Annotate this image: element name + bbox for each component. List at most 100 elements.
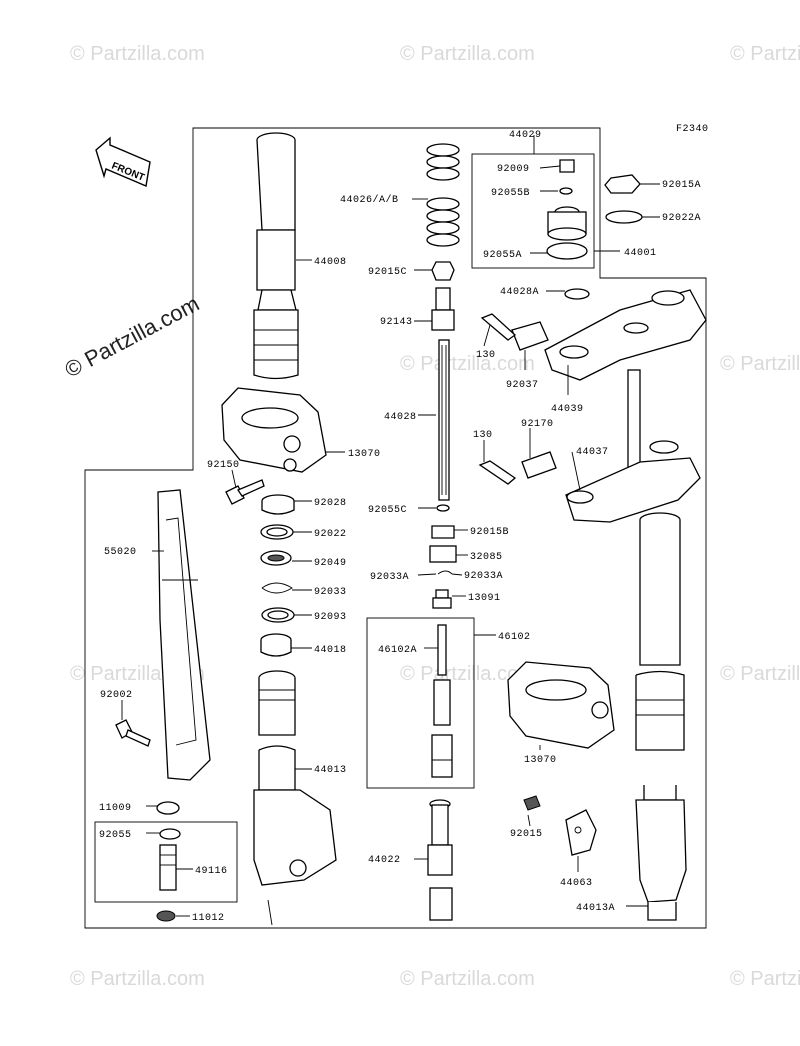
label-11012: 11012 [192, 913, 225, 924]
nut-92015A [604, 174, 641, 194]
label-92049: 92049 [314, 558, 347, 569]
label-44022: 44022 [368, 855, 401, 866]
label-44026: 44026/A/B [340, 194, 399, 206]
label-44028A: 44028A [500, 287, 539, 298]
lower-clamp-44037 [565, 369, 701, 523]
watermark: © Partzilla.com [400, 968, 535, 990]
clip-92033A [437, 570, 453, 575]
watermark: © Partzilla.com [730, 43, 800, 65]
washer-11009 [156, 801, 180, 815]
cap-assembly-box [471, 153, 595, 269]
label-44029: 44029 [509, 130, 542, 141]
watermark: © Partzilla.com [400, 353, 535, 375]
label-44008: 44008 [314, 257, 347, 268]
label-49116: 49116 [195, 866, 228, 877]
bracket-13070-left [221, 387, 327, 473]
spring-44026 [426, 143, 460, 247]
label-92015: 92015 [510, 829, 543, 840]
valve-46102 [431, 624, 453, 778]
washer-11012 [156, 910, 176, 922]
nut-92015B [431, 525, 455, 539]
label-130-upper: 130 [476, 350, 496, 361]
label-92028: 92028 [314, 498, 347, 509]
collar-92143 [431, 287, 455, 331]
label-44013A: 44013A [576, 903, 615, 914]
plug-13091 [432, 589, 452, 609]
washer-92022A [605, 210, 643, 224]
label-44018: 44018 [314, 645, 347, 656]
label-44037: 44037 [576, 447, 609, 458]
label-92037: 92037 [506, 380, 539, 391]
oring-92055A [546, 242, 588, 260]
label-92015A: 92015A [662, 180, 701, 191]
bolt-130-lower [478, 460, 517, 485]
leader-lines [121, 135, 660, 917]
label-92093: 92093 [314, 612, 347, 623]
label-92033A-left: 92033A [370, 572, 409, 583]
outer-tube-44008 [253, 132, 299, 380]
watermark: © Partzilla.com [720, 663, 800, 685]
watermark: © Partzilla.com [400, 43, 535, 65]
label-130-lower: 130 [473, 430, 493, 441]
watermark: © Partzilla.com [70, 968, 205, 990]
watermark: © Partzilla.com [70, 43, 205, 65]
valve-assembly-box [366, 617, 475, 789]
label-44001: 44001 [624, 248, 657, 259]
inner-tube-44013A [635, 512, 687, 921]
label-44039: 44039 [551, 404, 584, 415]
label-92009: 92009 [497, 164, 530, 175]
bushing-44028A [564, 288, 590, 300]
clamp-92037 [511, 321, 549, 351]
label-92033A-right: 92033A [464, 571, 503, 582]
watermark-bold: © Partzilla.com [61, 291, 204, 383]
cap-44029 [547, 206, 587, 241]
upper-clamp-44039 [544, 289, 707, 381]
ring-stack-left [260, 494, 295, 657]
rod-44028 [438, 339, 450, 501]
nut-92015 [523, 795, 541, 811]
front-arrow-icon: FRONT [95, 136, 151, 187]
label-44063: 44063 [560, 878, 593, 889]
oring-92055C [436, 504, 450, 512]
label-92002: 92002 [100, 690, 133, 701]
oring-92055B [559, 187, 573, 195]
label-92143: 92143 [380, 317, 413, 328]
label-13091: 13091 [468, 593, 501, 604]
label-46102A: 46102A [378, 645, 417, 656]
adjuster-assembly-box [94, 821, 238, 903]
clamp-44063 [565, 809, 597, 856]
label-92015B: 92015B [470, 527, 509, 538]
label-92055B: 92055B [491, 188, 530, 199]
label-92055A: 92055A [483, 250, 522, 261]
label-44028: 44028 [384, 412, 417, 423]
bracket-13070-center [507, 661, 615, 749]
label-13070-upper: 13070 [348, 449, 381, 460]
label-46102: 46102 [498, 632, 531, 643]
watermark: © Partzilla.com [730, 968, 800, 990]
adjuster-49116 [159, 844, 177, 891]
label-55020: 55020 [104, 547, 137, 558]
label-92022: 92022 [314, 529, 347, 540]
label-92055: 92055 [99, 830, 132, 841]
bolt-92009 [559, 159, 575, 173]
label-92015C: 92015C [368, 267, 407, 278]
nut-92015C [431, 261, 455, 281]
label-32085: 32085 [470, 552, 503, 563]
label-92022A: 92022A [662, 213, 701, 224]
watermark: © Partzilla.com [720, 353, 800, 375]
clamp-92170 [521, 451, 557, 479]
label-92150: 92150 [207, 460, 240, 471]
bolt-92002 [115, 719, 151, 747]
label-44013: 44013 [314, 765, 347, 776]
bolt-130-upper [480, 313, 517, 341]
fork-guard-55020 [157, 489, 211, 781]
label-11009: 11009 [99, 803, 132, 814]
bushing-32085 [429, 545, 457, 563]
label-92170: 92170 [521, 419, 554, 430]
cylinder-44022 [427, 799, 453, 921]
part-labels: 44029 92009 92055B 92055A 44001 92015A 9… [99, 130, 701, 924]
diagram-frame [84, 127, 707, 929]
label-92033: 92033 [314, 587, 347, 598]
oring-92055 [159, 828, 181, 840]
